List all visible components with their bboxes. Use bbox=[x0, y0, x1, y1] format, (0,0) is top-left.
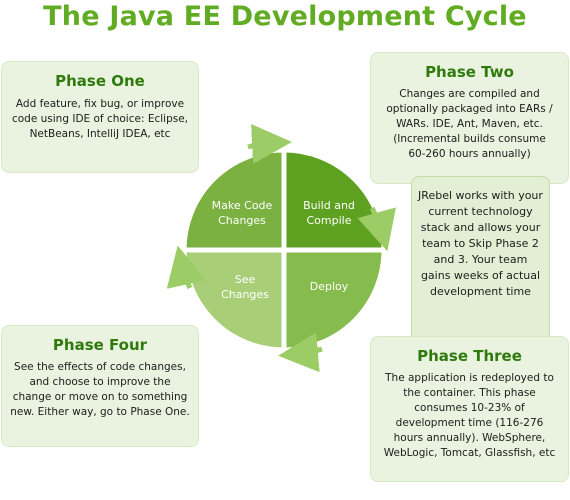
phase-two-text: Changes are compiled and optionally pack… bbox=[386, 88, 553, 160]
phase-two-box: Phase Two Changes are compiled and optio… bbox=[370, 52, 569, 184]
phase-four-heading: Phase Four bbox=[52, 336, 148, 354]
label-deploy: Deploy bbox=[309, 280, 349, 293]
arrow-bottom bbox=[278, 332, 323, 373]
quadrant-deploy bbox=[281, 247, 387, 353]
diagram-title: The Java EE Development Cycle bbox=[43, 1, 527, 32]
phase-three-box: Phase Three The application is redeploye… bbox=[370, 336, 569, 482]
phase-four-box: Phase Four See the effects of code chang… bbox=[1, 325, 199, 447]
phase-three-text: The application is redeployed to the con… bbox=[383, 372, 556, 459]
phase-one-text: Add feature, fix bug, or improve code us… bbox=[11, 98, 189, 140]
phase-two-heading: Phase Two bbox=[425, 63, 514, 81]
phase-four-text: See the effects of code changes, and cho… bbox=[10, 361, 190, 418]
phase-one-heading: Phase One bbox=[55, 72, 145, 90]
arrow-right bbox=[357, 206, 396, 252]
jrebel-callout-box: JRebel works with your current technolog… bbox=[411, 176, 550, 343]
jrebel-callout-text: JRebel works with your current technolog… bbox=[418, 189, 543, 298]
label-make-code-changes: Make Code Changes bbox=[211, 199, 273, 227]
phase-one-box: Phase One Add feature, fix bug, or impro… bbox=[1, 61, 199, 173]
arrow-left bbox=[166, 245, 206, 290]
phase-three-heading: Phase Three bbox=[417, 347, 522, 365]
arrow-top bbox=[247, 123, 292, 164]
label-build-and-compile: Build and Compile bbox=[303, 199, 355, 227]
label-see-changes: See Changes bbox=[221, 273, 269, 301]
